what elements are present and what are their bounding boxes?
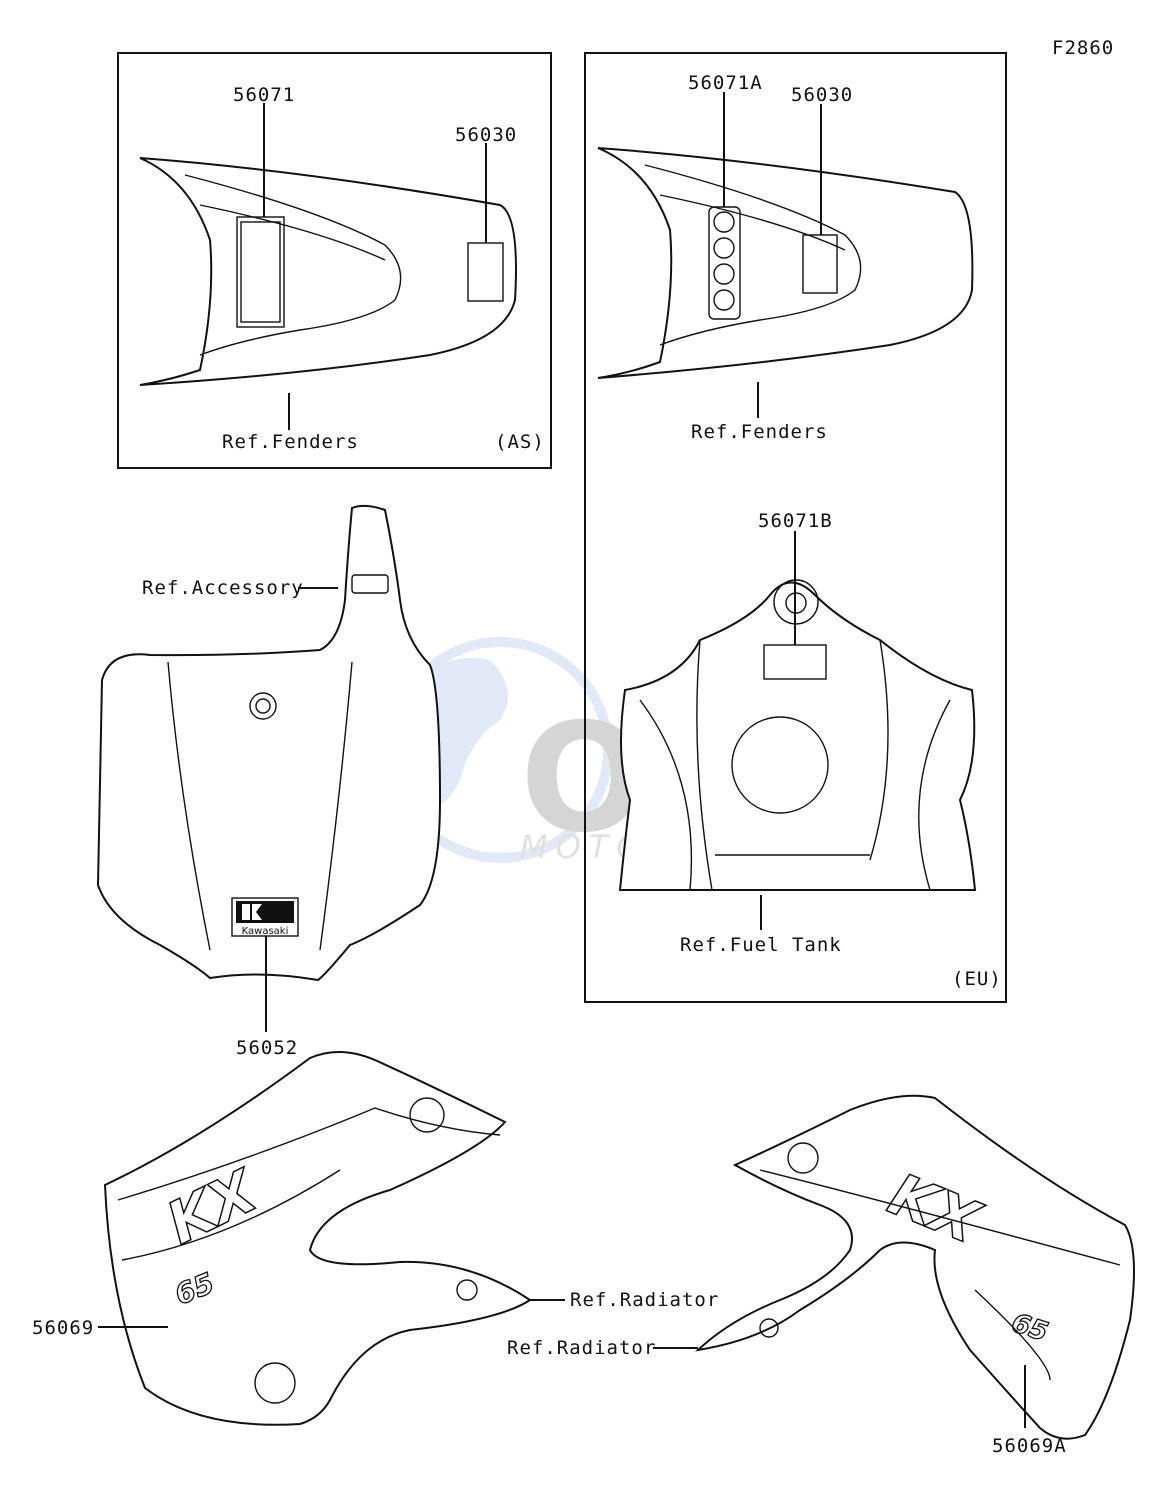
kawasaki-logo: Kawasaki (231, 897, 299, 937)
part-number-56071b: 56071B (758, 510, 833, 532)
rear-fender-as (139, 157, 517, 386)
part-number-56071a: 56071A (688, 72, 763, 94)
radiator-shroud-left: KX 65 (103, 1050, 532, 1426)
ref-fuel-tank: Ref.Fuel Tank (680, 934, 842, 956)
label-ref-accessory (351, 574, 389, 594)
part-number-56069: 56069 (32, 1317, 94, 1339)
fuel-tank (618, 579, 977, 891)
ref-accessory: Ref.Accessory (142, 577, 304, 599)
radiator-shroud-right: KX 65 (694, 1094, 1135, 1440)
part-number-56052: 56052 (236, 1037, 298, 1059)
region-as: (AS) (495, 431, 545, 453)
ref-fenders-eu: Ref.Fenders (691, 421, 828, 443)
figure-code: F2860 (1052, 37, 1114, 59)
label-56071-as (236, 216, 285, 328)
part-number-56030-as: 56030 (455, 124, 517, 146)
front-number-plate (96, 504, 442, 982)
ref-radiator-right: Ref.Radiator (507, 1337, 656, 1359)
panel-eu-frame (584, 52, 1007, 1003)
ref-radiator-left: Ref.Radiator (570, 1289, 719, 1311)
part-number-56071: 56071 (233, 84, 295, 106)
ref-fenders-as: Ref.Fenders (222, 431, 359, 453)
kawasaki-logo-text: Kawasaki (242, 926, 289, 937)
part-number-56069a: 56069A (992, 1435, 1067, 1457)
part-number-56030-eu: 56030 (791, 84, 853, 106)
panel-eu: 56071A 56030 Ref.Fenders 56071B Ref.Fuel… (584, 52, 1007, 1003)
panel-as: 56071 56030 Ref.Fenders (AS) (117, 52, 552, 469)
panel-as-frame (117, 52, 552, 469)
rear-fender-eu (597, 147, 974, 379)
region-eu: (EU) (952, 968, 1002, 990)
